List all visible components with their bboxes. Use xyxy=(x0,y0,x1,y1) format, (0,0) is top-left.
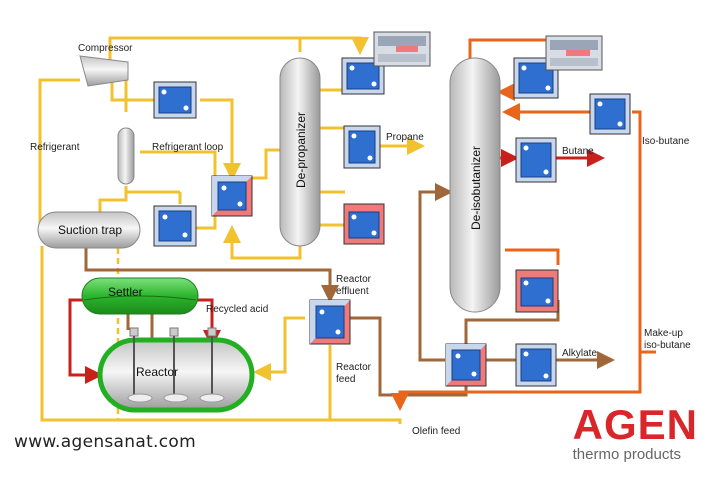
label-makeup-2: iso-butane xyxy=(644,340,691,351)
hx-depropanizer-reboiler xyxy=(343,203,385,245)
label-reactor-effluent-1: Reactor xyxy=(336,274,372,285)
hx-butane xyxy=(515,137,557,183)
label-reactor-feed-2: feed xyxy=(336,374,355,385)
label-reactor: Reactor xyxy=(136,365,178,379)
label-refrigerant-loop: Refrigerant loop xyxy=(152,142,224,153)
hx-propane xyxy=(343,125,381,169)
label-propane: Propane xyxy=(386,132,424,143)
compressor xyxy=(79,55,129,87)
hx-alkylate xyxy=(515,343,557,387)
brand-tagline: thermo products xyxy=(572,446,682,463)
suction-trap xyxy=(37,211,141,249)
website-url[interactable]: www.agensanat.com xyxy=(14,432,196,452)
hx-deisobutanizer-bottom xyxy=(445,343,487,387)
label-alkylate: Alkylate xyxy=(562,348,597,359)
refrigerant-loop-vessel xyxy=(117,127,135,185)
heat-exchangers xyxy=(153,31,631,387)
label-refrigerant: Refrigerant xyxy=(30,142,80,153)
brand-logo: AGEN thermo products xyxy=(572,401,698,464)
air-cooler-depropanizer xyxy=(373,31,431,67)
hx-deisobutanizer-reboiler xyxy=(515,269,559,313)
label-settler: Settler xyxy=(108,285,143,299)
depropanizer-column xyxy=(279,57,321,247)
reactor-tubes xyxy=(127,327,225,403)
labels: Compressor Refrigerant Refrigerant loop … xyxy=(30,43,691,437)
reactor xyxy=(97,337,255,413)
label-recycled-acid: Recycled acid xyxy=(206,304,268,315)
label-suction-trap: Suction trap xyxy=(58,223,122,237)
label-reactor-effluent-2: effluent xyxy=(336,286,369,297)
brand-name: AGEN xyxy=(572,401,698,448)
label-makeup-1: Make-up xyxy=(644,328,683,339)
label-deisobutanizer: De-isobutanizer xyxy=(469,146,483,230)
hx-center xyxy=(211,175,253,217)
hx-depropanizer-top xyxy=(341,57,385,95)
label-butane: Butane xyxy=(562,146,594,157)
refrigerant-lines xyxy=(38,36,425,424)
label-compressor: Compressor xyxy=(78,43,133,54)
hx-reactor-effluent xyxy=(309,299,351,345)
deisobutanizer-column xyxy=(449,57,501,313)
label-depropanizer: De-propanizer xyxy=(294,112,308,188)
label-olefin-feed: Olefin feed xyxy=(412,426,460,437)
hx-compressor xyxy=(153,81,197,119)
label-reactor-feed-1: Reactor xyxy=(336,362,372,373)
air-cooler-deisobutanizer xyxy=(545,35,603,71)
hx-isobutane xyxy=(589,93,631,135)
hx-lower-left xyxy=(153,205,197,247)
label-isobutane: Iso-butane xyxy=(642,136,690,147)
